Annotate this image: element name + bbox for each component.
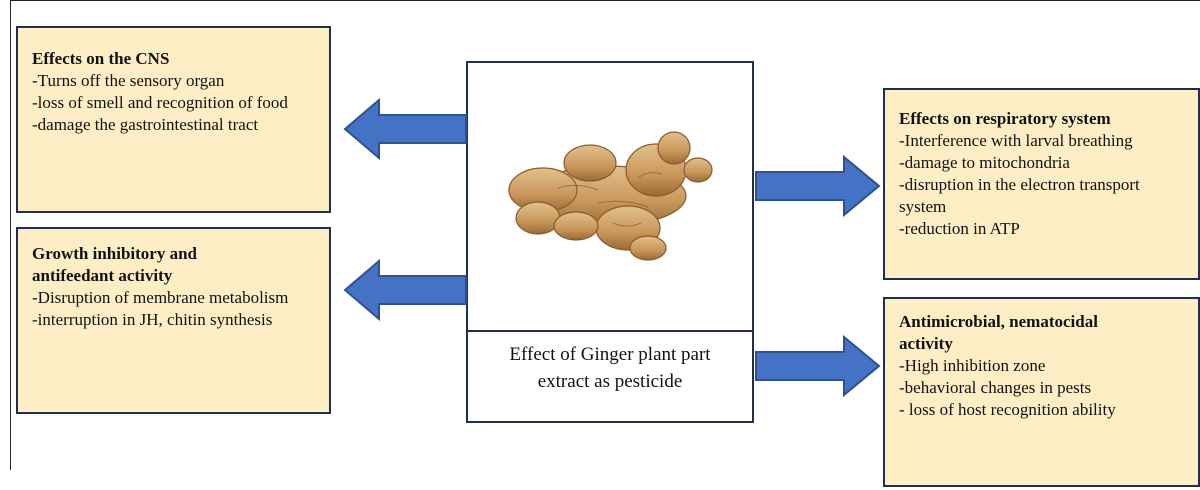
- box-line: - loss of host recognition ability: [899, 399, 1188, 421]
- box-title-line1: Growth inhibitory and: [32, 243, 319, 265]
- arrow-to-growth-box: [343, 259, 468, 321]
- box-growth-inhibitory: Growth inhibitory and antifeedant activi…: [16, 227, 331, 414]
- box-line: -loss of smell and recognition of food: [32, 92, 319, 114]
- ginger-root-icon: [498, 118, 723, 268]
- box-antimicrobial-nematocidal: Antimicrobial, nematocidal activity -Hig…: [883, 297, 1200, 487]
- box-title-line2: activity: [899, 333, 1188, 355]
- diagram-frame-left: [10, 0, 11, 470]
- box-line: -reduction in ATP: [899, 218, 1188, 240]
- box-title-line2: antifeedant activity: [32, 265, 319, 287]
- arrow-to-cns-box: [343, 98, 468, 160]
- box-title: Effects on the CNS: [32, 48, 319, 70]
- box-line: -damage the gastrointestinal tract: [32, 114, 319, 136]
- box-line: -Turns off the sensory organ: [32, 70, 319, 92]
- box-title-line1: Antimicrobial, nematocidal: [899, 311, 1188, 333]
- box-line: -disruption in the electron transport sy…: [899, 174, 1188, 218]
- box-line: -Interference with larval breathing: [899, 130, 1188, 152]
- center-box-label: Effect of Ginger plant part extract as p…: [468, 341, 752, 395]
- box-line: -damage to mitochondria: [899, 152, 1188, 174]
- box-effects-cns: Effects on the CNS -Turns off the sensor…: [16, 26, 331, 213]
- center-label-line1: Effect of Ginger plant part: [482, 341, 738, 368]
- center-label-line2: extract as pesticide: [482, 368, 738, 395]
- center-ginger-box: Effect of Ginger plant part extract as p…: [466, 61, 754, 423]
- box-line: -behavioral changes in pests: [899, 377, 1188, 399]
- center-box-divider: [468, 330, 752, 332]
- diagram-frame-top: [10, 0, 1200, 1]
- box-line: -interruption in JH, chitin synthesis: [32, 309, 319, 331]
- arrow-to-antimicrobial-box: [754, 335, 882, 397]
- box-line: -High inhibition zone: [899, 355, 1188, 377]
- box-line: -Disruption of membrane metabolism: [32, 287, 319, 309]
- arrow-to-respiratory-box: [754, 155, 882, 217]
- box-title: Effects on respiratory system: [899, 108, 1188, 130]
- box-respiratory-system: Effects on respiratory system -Interfere…: [883, 88, 1200, 280]
